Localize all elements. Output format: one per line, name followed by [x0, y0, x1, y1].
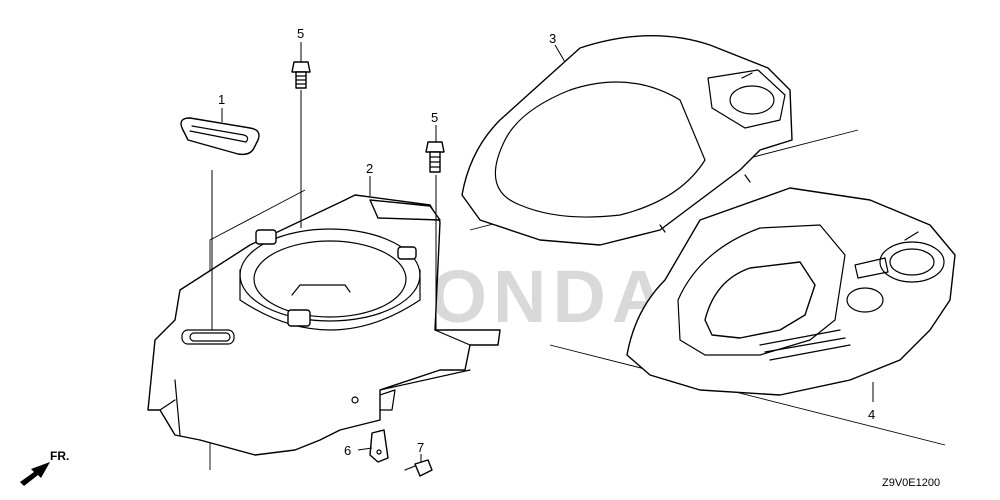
- direction-label: FR.: [50, 449, 69, 463]
- callout-6: 6: [344, 443, 351, 458]
- leader-lines: [211, 42, 874, 462]
- bolt-part-right: [425, 141, 445, 173]
- callout-1: 1: [218, 92, 225, 107]
- top-cover-part: [461, 35, 793, 246]
- small-bolt-part: [404, 459, 433, 477]
- drawing-code: Z9V0E1200: [882, 477, 940, 489]
- fan-cover-part: [147, 194, 501, 456]
- callout-3: 3: [549, 31, 556, 46]
- bolt-part-upper: [291, 61, 311, 89]
- callout-5-right: 5: [431, 110, 438, 125]
- callout-5-upper: 5: [297, 26, 304, 41]
- callout-7: 7: [417, 440, 424, 455]
- callout-4: 4: [868, 407, 875, 422]
- grommet-part: [180, 117, 260, 156]
- clip-part: [369, 429, 389, 463]
- rear-cover-part: [626, 187, 956, 396]
- callout-2: 2: [366, 161, 373, 176]
- front-direction-arrow-icon: [20, 462, 50, 486]
